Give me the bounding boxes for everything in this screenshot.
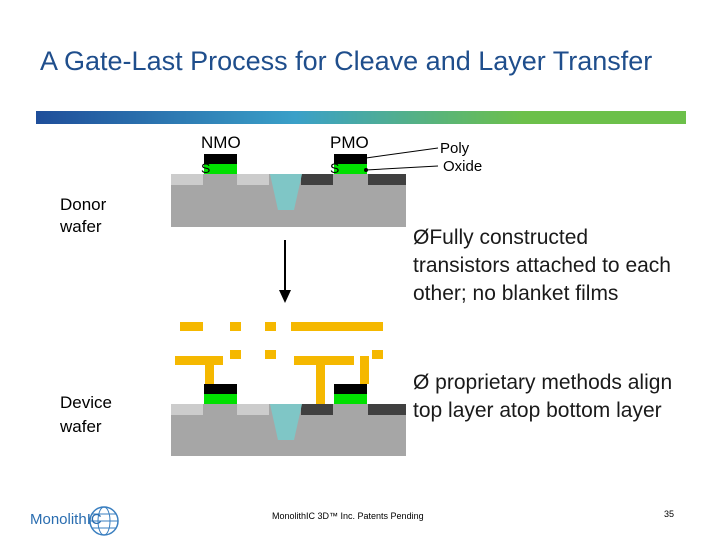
slide-title: A Gate-Last Process for Cleave and Layer… xyxy=(40,46,653,76)
device-light-left xyxy=(171,404,203,415)
wire-dash-4 xyxy=(291,322,383,331)
wire-via-mid xyxy=(316,356,325,442)
wire-stub-3 xyxy=(372,350,383,359)
donor-light-left xyxy=(171,174,203,185)
wire-dash-2 xyxy=(230,322,241,331)
oxide-label: Oxide xyxy=(443,158,483,175)
wire-bar-left xyxy=(175,356,223,365)
device-dark-right xyxy=(368,404,406,415)
donor-dark-right xyxy=(368,174,406,185)
donor-pmos-gate-top xyxy=(334,154,367,164)
device-isolation-trench xyxy=(270,404,302,440)
company-logo-globe xyxy=(89,506,119,536)
logo-wordmark: MonolithIC xyxy=(30,511,102,528)
donor-nmos-gate-top xyxy=(204,154,237,164)
pmos-label: PMO xyxy=(330,133,369,152)
source-label-right: S xyxy=(330,160,340,176)
device-light-mid xyxy=(237,404,269,415)
wire-via-left xyxy=(205,356,214,384)
device-pmos-gate-bottom xyxy=(334,394,367,404)
transfer-arrow-head xyxy=(279,290,291,303)
donor-dark-mid xyxy=(301,174,333,185)
device-nmos-gate-bottom xyxy=(204,394,237,404)
interconnect-wiring xyxy=(175,322,383,442)
leader-dot xyxy=(364,168,368,172)
wire-stub-2 xyxy=(265,350,276,359)
device-wafer-label: Device wafer xyxy=(60,393,112,436)
oxide-leader-line xyxy=(365,165,439,171)
device-dark-mid xyxy=(301,404,333,415)
device-nmos-gate-top xyxy=(204,384,237,394)
bullet-proprietary-methods: Ø proprietary methods align top layer at… xyxy=(413,371,673,422)
wire-dash-3 xyxy=(265,322,276,331)
source-label-left: S xyxy=(201,160,211,176)
poly-label: Poly xyxy=(440,140,470,157)
title-underline-bar xyxy=(36,111,686,124)
donor-light-mid xyxy=(237,174,269,185)
page-number: 35 xyxy=(664,509,675,519)
donor-pmos-gate-bottom xyxy=(334,164,367,174)
wire-stub-1 xyxy=(230,350,241,359)
bullet-fully-constructed: ØFully constructed transistors attached … xyxy=(413,226,671,305)
wire-via-right xyxy=(360,356,369,384)
device-pmos-gate-top xyxy=(334,384,367,394)
device-wafer-stack xyxy=(171,384,406,456)
wire-dash-1 xyxy=(180,322,203,331)
donor-wafer-label: Donor wafer xyxy=(60,195,107,236)
nmos-label: NMO xyxy=(201,133,241,152)
donor-isolation-trench xyxy=(270,174,302,210)
donor-nmos-gate-bottom xyxy=(204,164,237,174)
donor-wafer-stack xyxy=(171,154,406,227)
poly-leader-line xyxy=(365,147,439,159)
footer-patent-text: MonolithIC 3D™ Inc. Patents Pending xyxy=(272,511,424,521)
